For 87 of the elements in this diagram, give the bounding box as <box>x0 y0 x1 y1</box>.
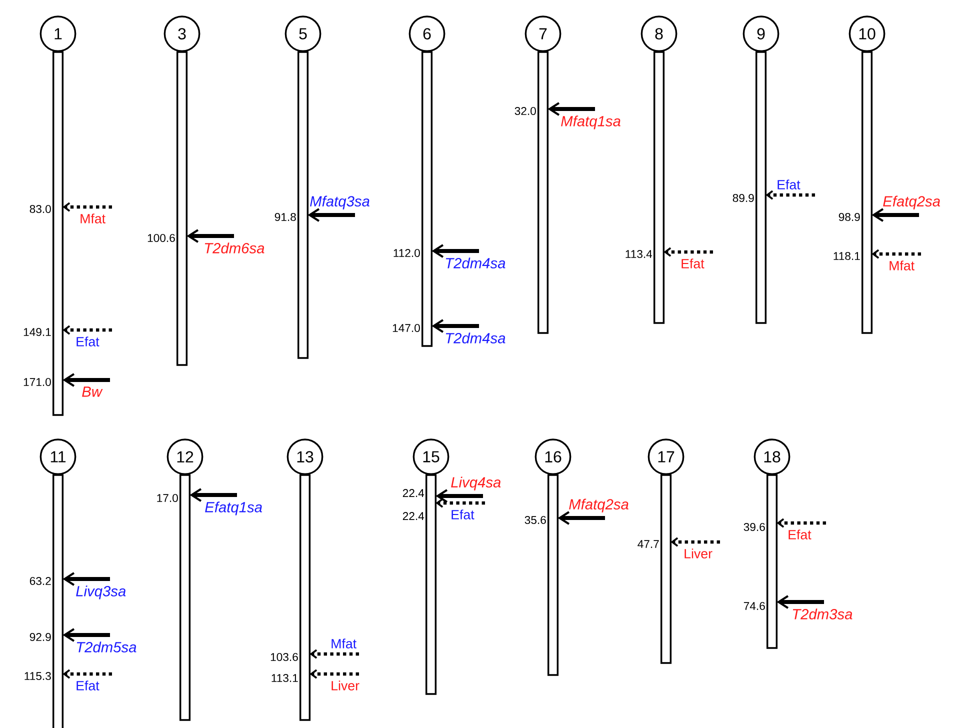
position-label: 113.1 <box>272 674 298 682</box>
qtl-name: T2dm4sa <box>446 332 506 344</box>
arrow <box>436 498 485 508</box>
qtl-name: T2dm4sa <box>446 258 506 268</box>
arrow <box>310 649 359 659</box>
position-label: 115.3 <box>24 672 51 680</box>
qtl-name: Mfatq2sa <box>569 498 628 512</box>
trait-label: Mfat <box>890 260 914 270</box>
qtl-name: Livq3sa <box>76 586 126 600</box>
trait-label: Efat <box>452 510 474 520</box>
node-label: 7 <box>539 28 547 40</box>
position-label: 17.0 <box>157 494 178 502</box>
arrow <box>62 202 112 212</box>
node-label: 3 <box>178 28 186 40</box>
position-label: 22.4 <box>402 512 424 520</box>
node-label: 5 <box>299 28 307 40</box>
node-label: 8 <box>655 28 663 40</box>
trait-label: Mfat <box>332 638 356 648</box>
position-label: 147.0 <box>392 324 420 332</box>
node-label: 1 <box>54 28 62 40</box>
position-label: 89.9 <box>732 194 754 202</box>
arrow <box>62 572 110 586</box>
position-label: 91.8 <box>274 213 296 221</box>
qtl-name: Mfatq1sa <box>561 116 620 130</box>
node-label: 15 <box>423 451 440 462</box>
position-label: 83.0 <box>30 205 51 213</box>
arrow <box>308 208 355 222</box>
position-label: 100.6 <box>148 234 175 242</box>
node-label: 18 <box>764 451 780 462</box>
node-label: 16 <box>545 451 562 462</box>
position-label: 63.2 <box>30 577 51 586</box>
trait-label: Efat <box>76 680 100 690</box>
trait-label: Liver <box>684 548 712 558</box>
position-label: 171.0 <box>24 378 51 386</box>
position-label: 32.0 <box>514 107 536 115</box>
node-label: 6 <box>423 28 431 40</box>
trait-label: Efat <box>76 336 100 346</box>
position-label: 47.7 <box>638 540 659 548</box>
arrow <box>776 518 826 528</box>
trait-label: Efat <box>788 530 812 540</box>
node-label: 11 <box>50 451 66 462</box>
arrow <box>190 488 237 502</box>
qtl-name: Efatq1sa <box>205 502 262 516</box>
arrow <box>186 229 234 243</box>
arrow <box>872 208 920 222</box>
arrow <box>776 595 824 609</box>
position-label: 39.6 <box>744 523 765 532</box>
arrow <box>548 102 595 116</box>
node-label: 17 <box>658 451 674 462</box>
qtl-name: T2dm6sa <box>204 242 264 254</box>
node-label: 12 <box>177 451 194 462</box>
qtl-name: Efatq2sa <box>883 196 940 210</box>
arrow <box>62 373 110 387</box>
qtl-name: Mfatq3sa <box>310 196 370 210</box>
arrow <box>432 319 479 333</box>
trait-label: Efat <box>778 180 800 190</box>
position-label: 74.6 <box>744 602 765 610</box>
arrow <box>670 537 720 547</box>
qtl-name: Bw <box>82 386 103 397</box>
position-label: 98.9 <box>838 213 860 221</box>
position-label: 35.6 <box>524 516 546 524</box>
node-label: 9 <box>757 28 765 40</box>
qtl-name: Livq4sa <box>451 476 501 490</box>
arrow <box>436 489 483 503</box>
node-label: 13 <box>297 451 314 462</box>
position-label: 103.6 <box>270 653 298 662</box>
arrow <box>62 628 110 642</box>
qtl-name: T2dm3sa <box>792 608 852 620</box>
trait-label: Efat <box>682 258 704 268</box>
position-label: 112.0 <box>394 249 420 257</box>
arrow <box>558 511 606 525</box>
node-label: 10 <box>859 28 876 40</box>
arrow <box>766 190 815 200</box>
arrow <box>62 325 112 335</box>
position-label: 92.9 <box>30 633 51 642</box>
position-label: 22.4 <box>402 489 424 497</box>
position-label: 118.1 <box>834 252 860 260</box>
arrow <box>62 669 112 679</box>
qtl-name: T2dm5sa <box>76 642 136 652</box>
arrow <box>872 249 922 259</box>
trait-label: Liver <box>332 680 360 690</box>
arrow <box>664 247 713 257</box>
arrow <box>310 669 359 679</box>
position-label: 113.4 <box>626 250 652 258</box>
position-label: 149.1 <box>24 328 51 336</box>
trait-label: Mfat <box>80 214 106 224</box>
arrow <box>432 244 479 258</box>
